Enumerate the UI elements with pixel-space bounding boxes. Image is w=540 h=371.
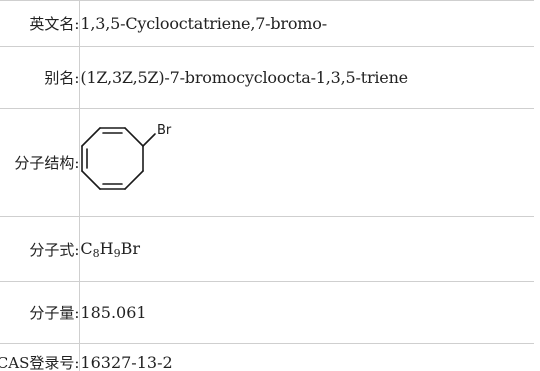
row-molecular-weight: 分子量: 185.061 [0,281,534,344]
cas-value: 16327-13-2 [79,343,534,371]
english-name-label: 英文名: [29,15,80,33]
structure-label-cell: 分子结构: [0,108,81,217]
english-name-label-cell: 英文名: [0,0,81,47]
bond-lower-right [124,169,145,190]
formula-value: C8H9Br [79,216,534,282]
alias-label-cell: 别名: [0,46,81,109]
cyclooctatriene-ring [81,126,157,190]
row-cas-number: CAS登录号: 16327-13-2 [0,343,534,371]
bond-lower-left [81,169,102,190]
formula-label-cell: 分子式: [0,216,81,282]
formula-element-h: H [99,238,114,258]
formula-element-br: Br [120,238,141,258]
weight-label: 分子量: [29,304,80,322]
english-name-value: 1,3,5-Cyclooctatriene,7-bromo- [79,0,534,47]
alias-label: 别名: [44,69,80,87]
bromine-atom-label: Br [157,123,172,138]
alias-value: (1Z,3Z,5Z)-7-bromocycloocta-1,3,5-triene [79,46,534,109]
row-formula: 分子式: C8H9Br [0,216,534,282]
molecule-structure-image: Br [81,123,172,190]
weight-value: 185.061 [79,281,534,344]
structure-cell: Br [79,108,534,217]
bond-upper-right [124,126,145,147]
weight-label-cell: 分子量: [0,281,81,344]
bond-to-bromine [142,132,157,147]
formula-count-h: 9 [113,246,121,260]
row-alias: 别名: (1Z,3Z,5Z)-7-bromocycloocta-1,3,5-tr… [0,46,534,109]
formula-element-c: C [80,238,93,258]
formula-count-c: 8 [92,246,100,260]
structure-label: 分子结构: [14,154,80,172]
row-english-name: 英文名: 1,3,5-Cyclooctatriene,7-bromo- [0,0,534,47]
row-structure: 分子结构: [0,108,534,217]
cas-label-cell: CAS登录号: [0,343,81,371]
cas-label: CAS登录号: [0,354,80,371]
bond-upper-left [81,126,102,147]
formula-label: 分子式: [29,240,80,259]
